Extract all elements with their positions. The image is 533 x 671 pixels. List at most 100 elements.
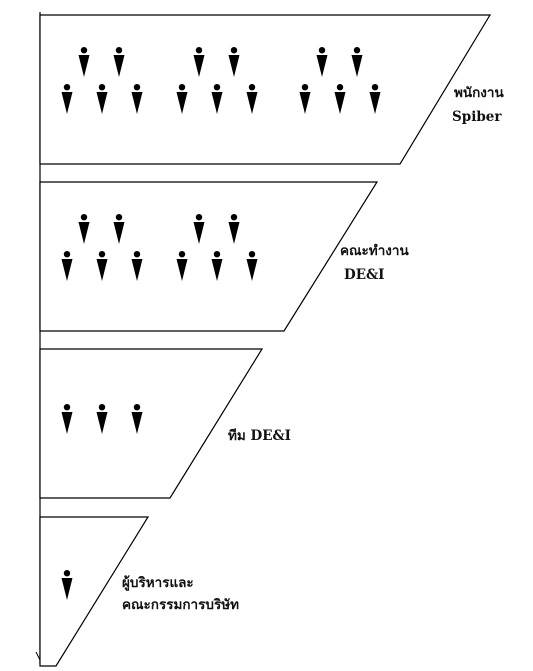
person-head-shape bbox=[178, 251, 186, 258]
person-head-shape bbox=[195, 214, 203, 221]
person-icon bbox=[131, 251, 143, 281]
person-icon bbox=[131, 404, 143, 434]
person-body-shape bbox=[113, 55, 125, 77]
person-body-shape bbox=[369, 92, 381, 114]
person-body-shape bbox=[351, 55, 363, 77]
tier-employees-parallelogram bbox=[39, 14, 492, 165]
person-icon bbox=[211, 251, 223, 281]
tier-executives-parallelogram bbox=[39, 516, 150, 667]
person-body-shape bbox=[61, 412, 73, 434]
person-head-shape bbox=[213, 251, 221, 258]
tier-executives-people bbox=[61, 570, 73, 600]
person-body-shape bbox=[78, 55, 90, 77]
person-head-shape bbox=[80, 214, 88, 221]
tier-working-group-label: คณะทำงาน DE&I bbox=[340, 243, 413, 283]
person-icon bbox=[113, 214, 125, 244]
person-icon bbox=[96, 404, 108, 434]
person-body-shape bbox=[334, 92, 346, 114]
person-head-shape bbox=[195, 47, 203, 54]
person-body-shape bbox=[131, 92, 143, 114]
person-body-shape bbox=[176, 92, 188, 114]
person-body-shape bbox=[193, 55, 205, 77]
person-body-shape bbox=[96, 259, 108, 281]
person-icon bbox=[96, 251, 108, 281]
tier-dei-team-people bbox=[61, 404, 143, 434]
person-body-shape bbox=[193, 222, 205, 244]
person-icon bbox=[61, 404, 73, 434]
person-icon bbox=[78, 47, 90, 77]
person-head-shape bbox=[115, 47, 123, 54]
person-body-shape bbox=[228, 222, 240, 244]
person-body-shape bbox=[61, 259, 73, 281]
person-body-shape bbox=[176, 259, 188, 281]
person-head-shape bbox=[63, 251, 71, 258]
person-head-shape bbox=[63, 84, 71, 91]
person-body-shape bbox=[246, 259, 258, 281]
person-head-shape bbox=[63, 404, 71, 411]
person-head-shape bbox=[178, 84, 186, 91]
tier-executives-label-line-2: คณะกรรมการบริษัท bbox=[122, 597, 239, 613]
person-icon bbox=[193, 47, 205, 77]
person-head-shape bbox=[353, 47, 361, 54]
person-icon bbox=[246, 251, 258, 281]
person-body-shape bbox=[96, 92, 108, 114]
person-head-shape bbox=[133, 404, 141, 411]
tier-employees-label-line-1: พนักงาน bbox=[454, 85, 504, 101]
person-body-shape bbox=[299, 92, 311, 114]
person-icon bbox=[61, 84, 73, 114]
person-icon bbox=[246, 84, 258, 114]
tier-employees-label: พนักงาน Spiber bbox=[452, 85, 508, 125]
tier-dei-team: ทีม DE&I bbox=[39, 348, 291, 499]
person-icon bbox=[193, 214, 205, 244]
person-body-shape bbox=[78, 222, 90, 244]
person-icon bbox=[176, 251, 188, 281]
person-head-shape bbox=[133, 251, 141, 258]
person-body-shape bbox=[211, 92, 223, 114]
person-icon bbox=[211, 84, 223, 114]
person-icon bbox=[228, 47, 240, 77]
person-icon bbox=[299, 84, 311, 114]
person-body-shape bbox=[131, 412, 143, 434]
person-body-shape bbox=[61, 578, 73, 600]
person-head-shape bbox=[371, 84, 379, 91]
person-icon bbox=[228, 214, 240, 244]
person-head-shape bbox=[336, 84, 344, 91]
tier-executives-label: ผู้บริหารและ คณะกรรมการบริษัท bbox=[122, 575, 239, 613]
person-body-shape bbox=[228, 55, 240, 77]
person-head-shape bbox=[213, 84, 221, 91]
person-head-shape bbox=[248, 84, 256, 91]
person-icon bbox=[61, 570, 73, 600]
tier-working-group-people bbox=[61, 214, 258, 281]
person-body-shape bbox=[61, 92, 73, 114]
person-icon bbox=[369, 84, 381, 114]
person-head-shape bbox=[230, 47, 238, 54]
person-body-shape bbox=[131, 259, 143, 281]
person-body-shape bbox=[211, 259, 223, 281]
person-icon bbox=[113, 47, 125, 77]
person-head-shape bbox=[63, 570, 71, 577]
person-icon bbox=[351, 47, 363, 77]
person-head-shape bbox=[230, 214, 238, 221]
tier-dei-team-label-line-1: ทีม DE&I bbox=[228, 428, 291, 444]
person-head-shape bbox=[318, 47, 326, 54]
person-head-shape bbox=[133, 84, 141, 91]
tier-working-group: คณะทำงาน DE&I bbox=[39, 181, 413, 332]
person-head-shape bbox=[115, 214, 123, 221]
tier-working-group-label-line-1: คณะทำงาน bbox=[340, 243, 409, 259]
tier-dei-team-parallelogram bbox=[39, 348, 264, 499]
tier-working-group-label-line-2: DE&I bbox=[344, 267, 385, 283]
tier-employees-label-line-2: Spiber bbox=[452, 109, 502, 125]
tier-employees: พนักงาน Spiber bbox=[39, 14, 508, 165]
person-icon bbox=[96, 84, 108, 114]
person-body-shape bbox=[316, 55, 328, 77]
person-icon bbox=[61, 251, 73, 281]
person-head-shape bbox=[98, 84, 106, 91]
person-head-shape bbox=[248, 251, 256, 258]
tier-dei-team-label: ทีม DE&I bbox=[228, 428, 291, 444]
person-icon bbox=[78, 214, 90, 244]
person-icon bbox=[131, 84, 143, 114]
person-head-shape bbox=[80, 47, 88, 54]
person-head-shape bbox=[301, 84, 309, 91]
person-icon bbox=[176, 84, 188, 114]
